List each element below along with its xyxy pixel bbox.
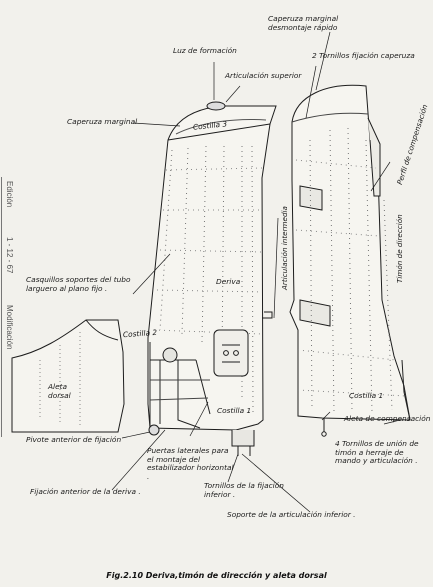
label-rudder: Timón de dirección (395, 214, 404, 283)
date-text: 1 - 12 - 67 (5, 237, 14, 274)
label-rib-1-rudder: Costilla 1 (349, 391, 384, 400)
rudder-outline (289, 84, 411, 421)
label-trim-tab: Aleta de compensación (344, 414, 431, 423)
label-rib-1-fin: Costilla 1 (217, 406, 252, 415)
access-door (213, 329, 249, 377)
label-formation-light: Luz de formación (173, 46, 237, 55)
label-union-screws: 4 Tornillos de unión de timón a herraje … (335, 439, 419, 466)
label-cap-screws: 2 Tornillos fijación caperuza (312, 51, 415, 60)
edition-text: Edición (5, 181, 14, 208)
label-bushings: Casquillos soportes del tubo larguero al… (26, 275, 131, 293)
edition-sidebar: Edición 1 - 12 - 67 Modificación (1, 177, 16, 437)
front-pivot-icon (148, 424, 160, 436)
label-side-doors: Puertas laterales para el montaje del es… (147, 446, 234, 481)
label-tip-cap: Caperuza marginal (67, 117, 138, 126)
label-front-pivot: Pivote anterior de fijación (26, 435, 122, 444)
figure-caption: Fig.2.10 Deriva,timón de dirección y ale… (106, 571, 327, 580)
label-dorsal-fin: Aleta dorsal (48, 382, 71, 400)
label-upper-hinge: Articulación superior (225, 71, 302, 80)
label-lower-hinge-support: Soporte de la articulación inferior . (227, 510, 356, 519)
label-intermediate-hinge: Articulación intermedia (280, 206, 289, 290)
label-front-mount: Fijación anterior de la deriva . (30, 487, 141, 496)
fin-outline (147, 105, 277, 431)
label-quick-release-cap: Caperuza marginal desmontaje rápido (268, 14, 339, 32)
modification-text: Modificación (5, 305, 14, 350)
label-fin: Deriva (216, 277, 241, 286)
formation-light-icon (206, 101, 226, 111)
label-lower-mount-screws: Tornillos de la fijación inferior . (204, 481, 284, 499)
